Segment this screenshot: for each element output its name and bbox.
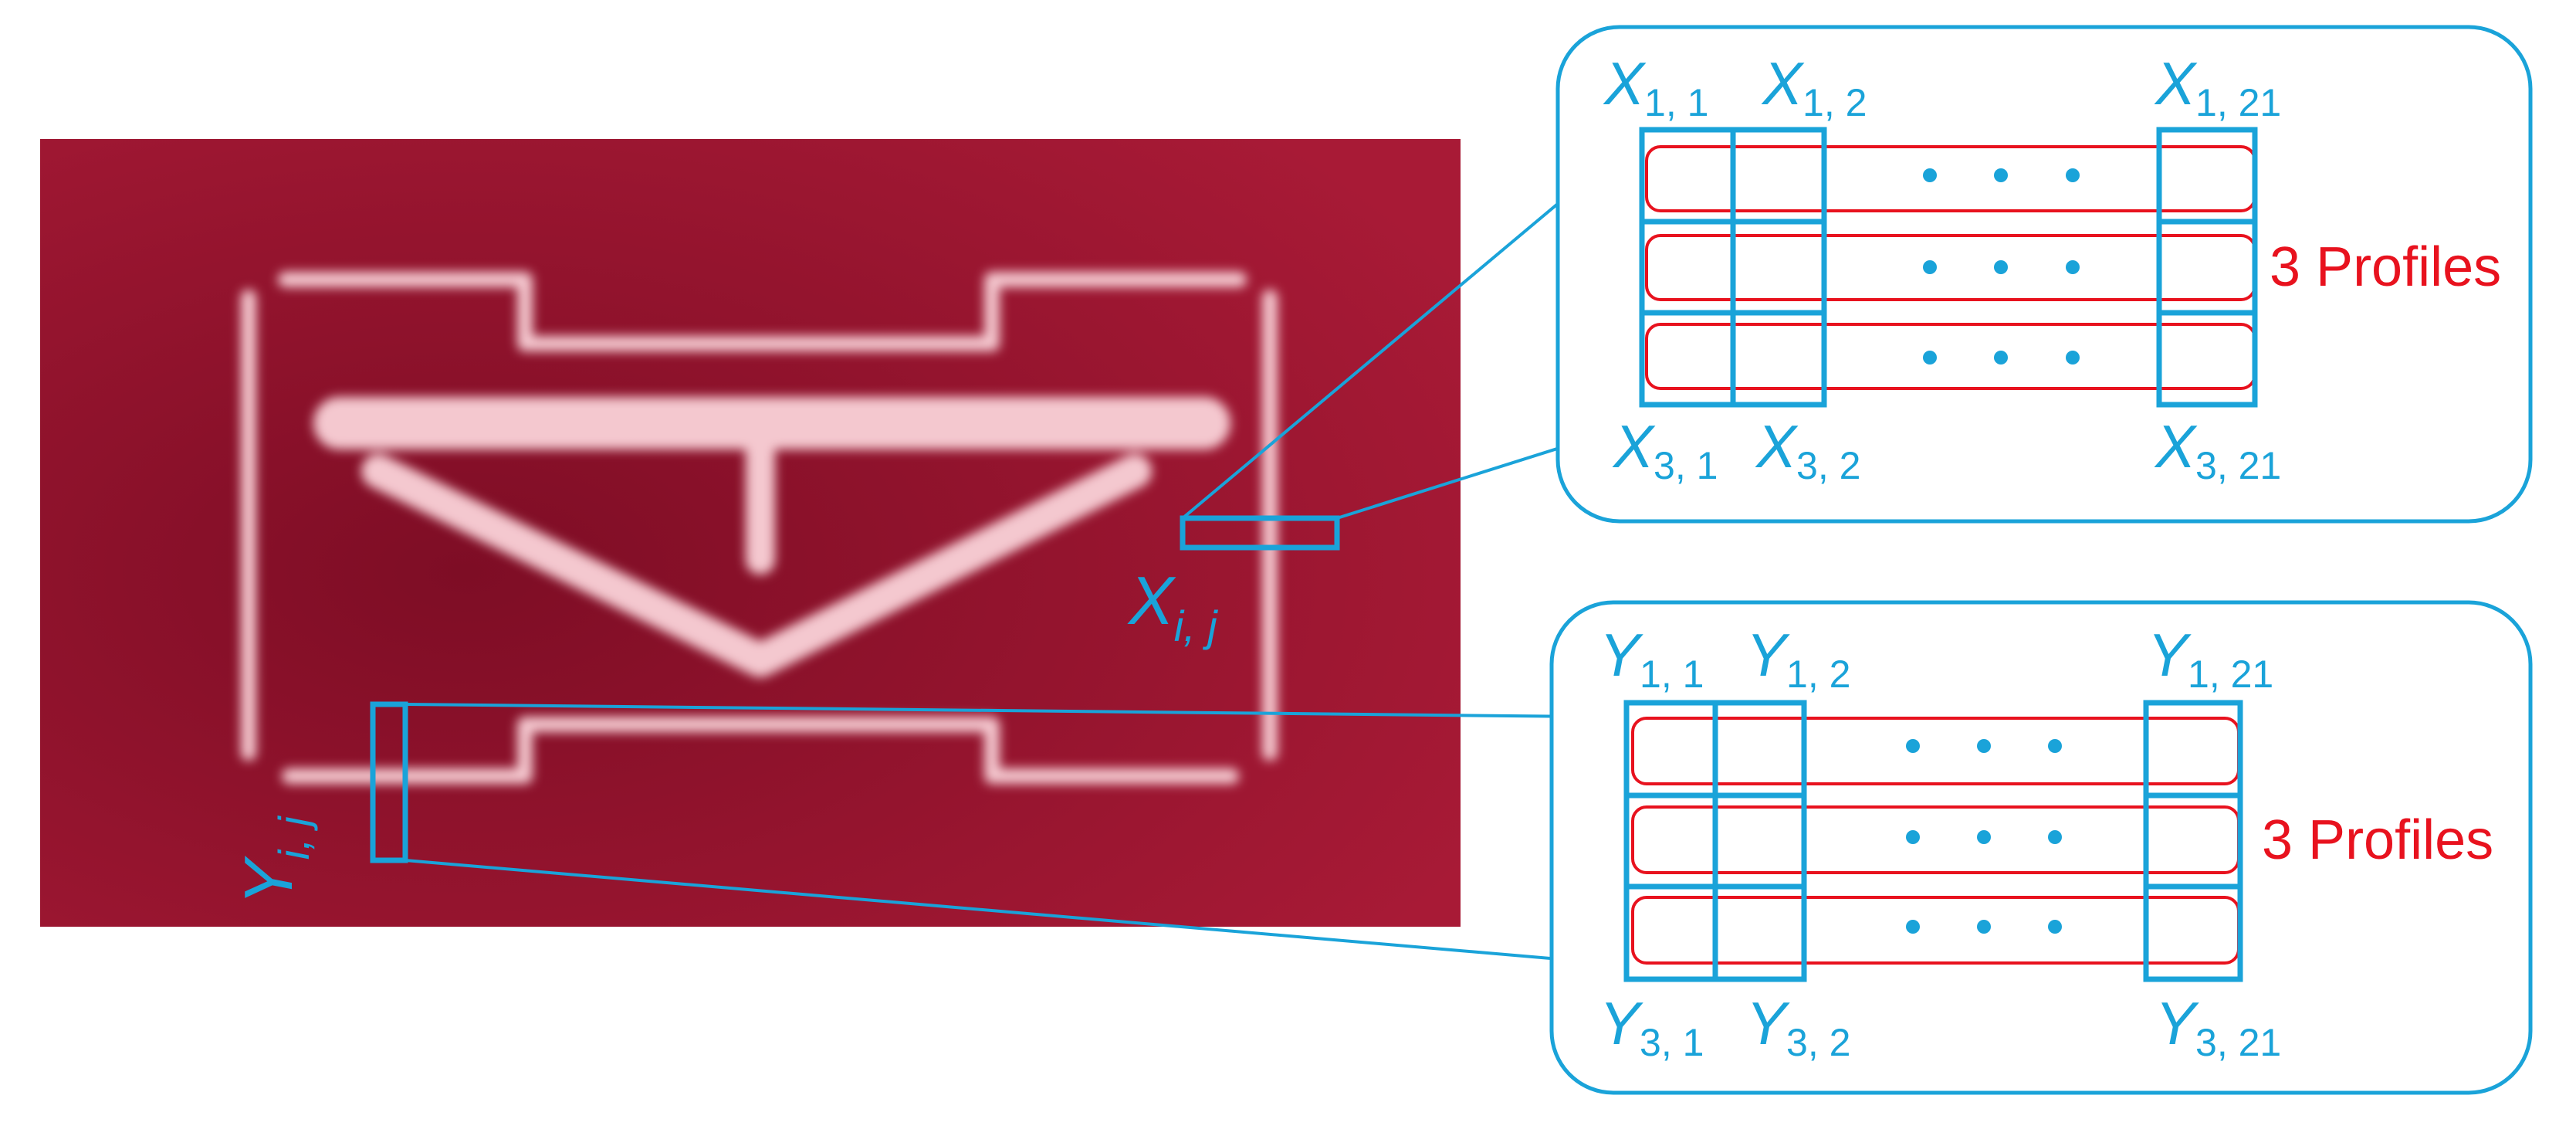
x-panel-border [1555,25,2533,524]
y-label-3-2: Y3, 2 [1746,989,1850,1064]
y-panel-border [1549,600,2533,1095]
y-label-3-1: Y3, 1 [1599,989,1704,1064]
microscope-image [40,139,1461,927]
x-label-1-21: X1, 21 [2154,49,2281,124]
y-label-3-21: Y3, 21 [2155,989,2281,1064]
x-column-21 [2156,127,2258,408]
y-sample-box [370,701,408,863]
x-connector-bottom [1336,439,1585,520]
y-label-1-1: Y1, 1 [1599,621,1704,696]
y-column-21 [2143,700,2243,982]
y-ellipsis-dots [1906,739,2062,934]
frame-bottom-trace [282,717,1239,784]
x-ij-label: Xi, j [1127,562,1218,650]
y-column-2 [1712,700,1807,982]
x-profiles-label: 3 Profiles [2270,236,2501,298]
frame-top-trace [278,272,1247,351]
x-label-3-21: X3, 21 [2154,412,2281,487]
x-sample-box [1180,515,1340,551]
y-profiles-label: 3 Profiles [2262,809,2493,871]
y-column-boxes [1623,700,2243,982]
x-label-3-2: X3, 2 [1755,412,1860,487]
connector-lines [405,137,1637,963]
y-ij-label: Yi, j [230,816,318,905]
y-connector-top [405,703,1585,718]
x-column-2 [1730,127,1827,408]
v-shape-trace [361,454,1152,677]
y-profiles-panel: Y1, 1 Y1, 2 Y1, 21 Y3, 1 Y3, 2 Y3, 21 3 … [1549,600,2533,1095]
y-label-1-2: Y1, 2 [1746,621,1850,696]
x-profiles-panel: X1, 1 X1, 2 X1, 21 X3, 1 X3, 2 X3, 21 3 … [1555,25,2533,524]
x-ellipsis-dots [1923,168,2080,365]
x-label-1-1: X1, 1 [1603,49,1708,124]
x-label-3-1: X3, 1 [1612,412,1718,487]
x-label-1-2: X1, 2 [1761,49,1867,124]
x-column-boxes [1639,127,2258,408]
y-label-1-21: Y1, 21 [2148,621,2273,696]
bright-features [241,272,1278,784]
y-connector-bottom [405,859,1587,963]
